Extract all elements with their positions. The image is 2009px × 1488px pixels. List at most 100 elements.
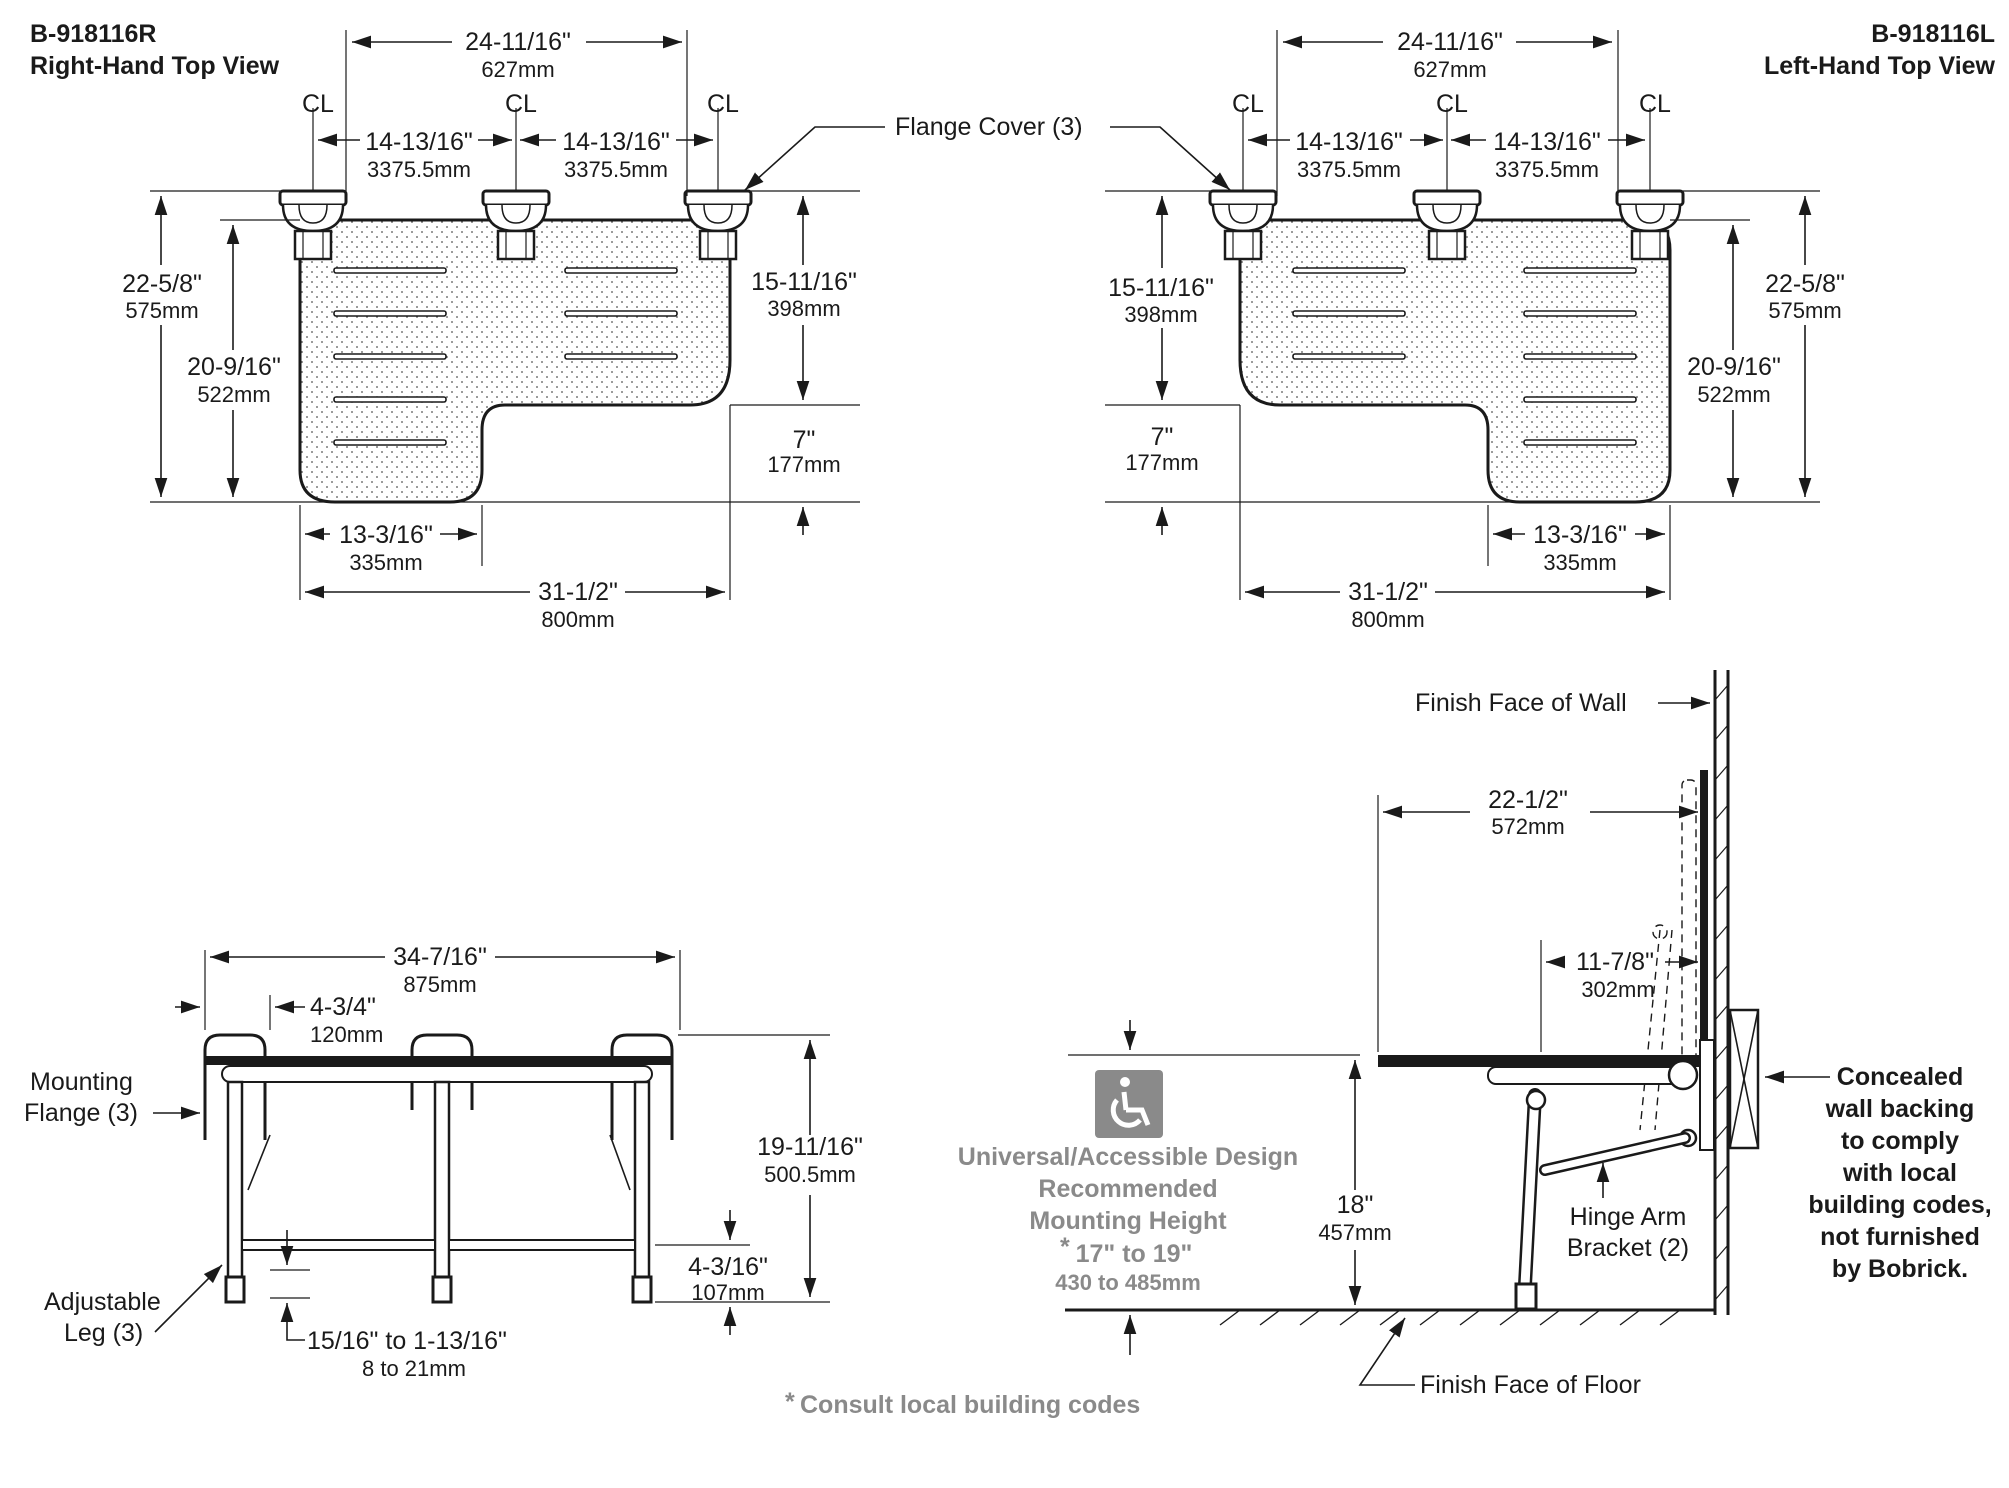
side-seat-height: 18" — [1337, 1191, 1374, 1219]
left-seat-width-mm: 800mm — [1351, 607, 1424, 632]
left-seat-outline — [1238, 218, 1672, 504]
left-right-spacing-mm: 3375.5mm — [1495, 157, 1599, 182]
left-left-spacing: 14-13/16" — [1295, 128, 1403, 156]
front-flange-offset-mm: 120mm — [310, 1022, 383, 1047]
side-view: Finish Face of Wall 22-1/2" 572mm 11-7/8… — [1065, 670, 1992, 1399]
front-flange-right — [610, 1033, 674, 1140]
right-cl-1: CL — [302, 90, 334, 118]
right-notch: 7" — [793, 426, 816, 454]
left-notch-width-mm: 335mm — [1543, 550, 1616, 575]
left-overall-width-mm: 627mm — [1413, 57, 1486, 82]
accessible-asterisk: * — [1060, 1233, 1070, 1261]
front-leg-adjust: 15/16" to 1-13/16" — [307, 1327, 507, 1355]
mounting-flange-label-1: Mounting — [30, 1068, 133, 1096]
front-overall-width: 34-7/16" — [393, 943, 487, 971]
side-seat-depth-mm: 572mm — [1491, 814, 1564, 839]
right-depth-seat-mm: 522mm — [197, 382, 270, 407]
left-model-number: B-918116L — [1871, 20, 1995, 48]
accessible-line-3: Mounting Height — [1029, 1207, 1227, 1235]
right-notch-mm: 177mm — [767, 452, 840, 477]
flange-cover-label: Flange Cover (3) — [895, 113, 1083, 141]
right-left-spacing-mm: 3375.5mm — [367, 157, 471, 182]
footnote-asterisk: * — [785, 1388, 795, 1416]
left-notch: 7" — [1151, 423, 1174, 451]
side-seat — [1378, 1055, 1706, 1067]
left-depth-seat: 20-9/16" — [1687, 353, 1781, 381]
right-seat-width: 31-1/2" — [538, 578, 618, 606]
hinge-pivot — [1667, 1059, 1699, 1091]
right-depth-narrow: 15-11/16" — [751, 268, 857, 296]
hinge-label-2: Bracket (2) — [1567, 1234, 1689, 1262]
wall-label: Finish Face of Wall — [1415, 689, 1627, 717]
right-seat-outline — [298, 218, 732, 504]
right-notch-width: 13-3/16" — [339, 521, 433, 549]
adjustable-leg-label-2: Leg (3) — [64, 1319, 143, 1347]
backing-note-1: Concealed — [1837, 1063, 1963, 1091]
backing-note-4: with local — [1842, 1159, 1957, 1187]
accessible-note: Universal/Accessible Design Recommended … — [958, 1070, 1298, 1295]
right-right-spacing-mm: 3375.5mm — [564, 157, 668, 182]
hinge-label-1: Hinge Arm — [1570, 1203, 1687, 1231]
right-depth-seat: 20-9/16" — [187, 353, 281, 381]
front-height: 19-11/16" — [757, 1133, 863, 1161]
right-model-number: B-918116R — [30, 20, 156, 48]
backing-note-2: wall backing — [1825, 1095, 1975, 1123]
front-flange-offset: 4-3/4" — [310, 993, 376, 1021]
backing-note: Concealed wall backing to comply with lo… — [1808, 1063, 1991, 1283]
left-right-spacing: 14-13/16" — [1493, 128, 1601, 156]
left-notch-width: 13-3/16" — [1533, 521, 1627, 549]
backing-note-3: to comply — [1841, 1127, 1959, 1155]
right-depth-narrow-mm: 398mm — [767, 296, 840, 321]
front-leg-left — [226, 1080, 244, 1279]
left-cl-1: CL — [1232, 90, 1264, 118]
accessible-height: 17" to 19" — [1076, 1240, 1193, 1268]
backing-note-5: building codes, — [1808, 1191, 1991, 1219]
left-depth-total: 22-5/8" — [1765, 270, 1845, 298]
right-cl-3: CL — [707, 90, 739, 118]
front-flange-mid — [410, 1033, 474, 1110]
right-cl-2: CL — [505, 90, 537, 118]
left-seat-width: 31-1/2" — [1348, 578, 1428, 606]
side-seat-depth: 22-1/2" — [1488, 786, 1568, 814]
left-depth-narrow-mm: 398mm — [1124, 302, 1197, 327]
left-left-spacing-mm: 3375.5mm — [1297, 157, 1401, 182]
side-leg-offset: 11-7/8" — [1576, 948, 1654, 976]
right-hand-top-view: B-918116R Right-Hand Top View — [30, 20, 860, 632]
left-overall-width: 24-11/16" — [1397, 28, 1503, 56]
right-right-spacing: 14-13/16" — [562, 128, 670, 156]
left-depth-seat-mm: 522mm — [1697, 382, 1770, 407]
right-left-spacing: 14-13/16" — [365, 128, 473, 156]
right-overall-width-mm: 627mm — [481, 57, 554, 82]
right-depth-total-mm: 575mm — [125, 298, 198, 323]
left-seat-slots — [1292, 267, 1637, 446]
backing-note-6: not furnished — [1820, 1223, 1980, 1251]
left-view-title: Left-Hand Top View — [1764, 52, 1996, 80]
footnote: Consult local building codes — [800, 1391, 1140, 1419]
right-seat-slots — [333, 267, 678, 446]
front-leg-right — [633, 1080, 651, 1279]
accessible-line-1: Universal/Accessible Design — [958, 1143, 1298, 1171]
front-flange-left — [203, 1033, 267, 1140]
front-leg-adjust-mm: 8 to 21mm — [362, 1356, 466, 1381]
side-leg-offset-mm: 302mm — [1581, 977, 1654, 1002]
accessible-line-2: Recommended — [1038, 1175, 1217, 1203]
right-view-title: Right-Hand Top View — [30, 52, 280, 80]
front-crossbar-height-mm: 107mm — [691, 1280, 764, 1305]
floor-label: Finish Face of Floor — [1420, 1371, 1641, 1399]
right-seat-width-mm: 800mm — [541, 607, 614, 632]
flange-cover-callout: Flange Cover (3) — [744, 113, 1231, 191]
right-depth-total: 22-5/8" — [122, 270, 202, 298]
left-hand-top-view: B-918116L Left-Hand Top View CL CL — [1105, 20, 1996, 632]
adjustable-leg-label-1: Adjustable — [44, 1288, 161, 1316]
front-seat-bar — [205, 1056, 672, 1065]
front-view: 34-7/16" 875mm 4-3/4" 120mm 19-11/16" 50… — [24, 943, 863, 1381]
left-notch-mm: 177mm — [1125, 450, 1198, 475]
accessible-height-mm: 430 to 485mm — [1055, 1270, 1201, 1295]
right-notch-width-mm: 335mm — [349, 550, 422, 575]
left-depth-total-mm: 575mm — [1768, 298, 1841, 323]
side-seat-height-mm: 457mm — [1318, 1220, 1391, 1245]
front-leg-mid — [433, 1080, 451, 1279]
front-crossbar-height: 4-3/16" — [688, 1253, 768, 1281]
left-cl-2: CL — [1436, 90, 1468, 118]
